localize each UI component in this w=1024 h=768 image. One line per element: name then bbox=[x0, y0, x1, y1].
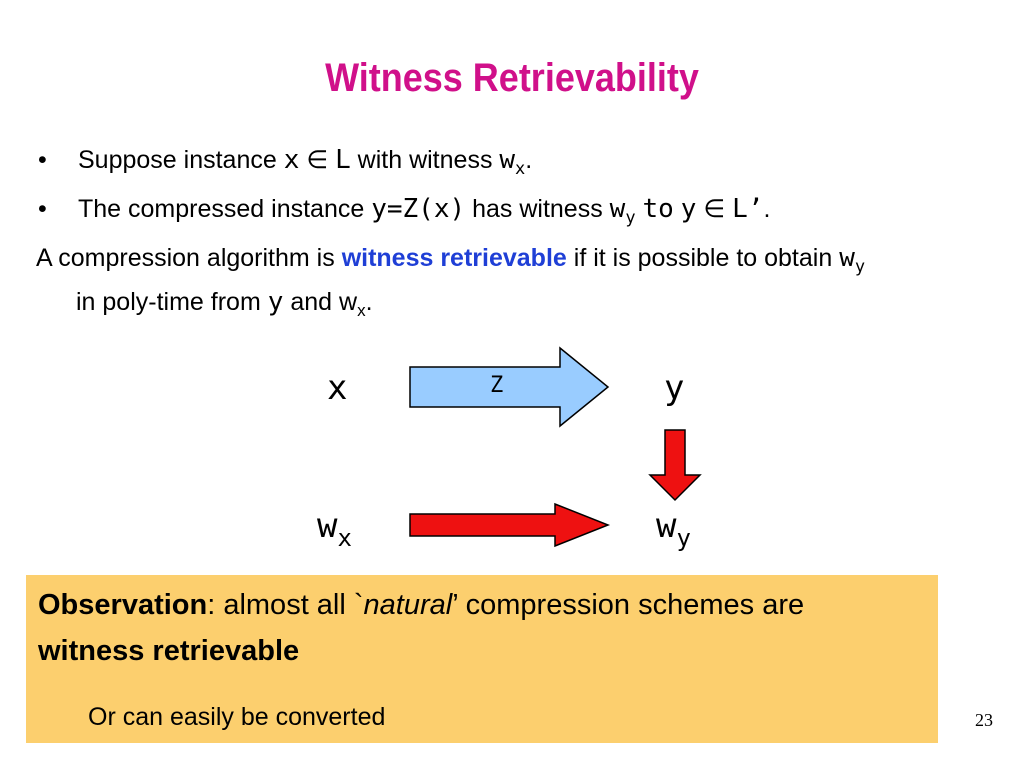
page-number: 23 bbox=[975, 710, 993, 730]
diagram-wx-label: wx bbox=[317, 506, 352, 550]
observation-box: Observation: almost all `natural’ compre… bbox=[26, 575, 938, 743]
definition-text-mid: if it is possible to obtain bbox=[573, 244, 833, 272]
bullet-1-var-L: L bbox=[335, 145, 351, 175]
bullet-1-witness-sub: x bbox=[515, 159, 526, 179]
bullet-2-end: . bbox=[763, 195, 771, 223]
bullet-2: The compressed instance y=Z(x) has witne… bbox=[78, 194, 771, 227]
definition-and: and bbox=[290, 288, 333, 316]
definition-witness-2-sub: x bbox=[357, 301, 366, 320]
bullet-2-witness-main: w bbox=[609, 194, 626, 224]
bullet-1-text-before: Suppose instance bbox=[78, 146, 277, 174]
diagram-wy-sub: y bbox=[676, 524, 691, 552]
z-arrow-shape bbox=[409, 346, 610, 428]
bullet-1: Suppose instance x ∈ L with witness wx. bbox=[78, 145, 533, 178]
bullet-1-text-mid: with witness bbox=[357, 146, 493, 174]
diagram-wx-main: w bbox=[317, 506, 338, 546]
bullet-1-elem-symbol: ∈ bbox=[306, 146, 329, 174]
bullet-marker-1: • bbox=[38, 146, 47, 174]
definition-line-1: A compression algorithm is witness retri… bbox=[36, 243, 865, 276]
definition-line-2: in poly-time from y and wx. bbox=[76, 287, 373, 319]
observation-line-1: Observation: almost all `natural’ compre… bbox=[38, 589, 804, 622]
definition-text-before: A compression algorithm is bbox=[36, 244, 335, 272]
definition-witness-1: wy bbox=[839, 243, 865, 276]
definition-witness-1-main: w bbox=[839, 243, 855, 273]
observation-line-2: witness retrievable bbox=[38, 635, 300, 667]
diagram-x-label: x bbox=[327, 368, 348, 408]
bullet-2-text-mid: has witness bbox=[472, 195, 603, 223]
bullet-1-witness-main: w bbox=[499, 145, 516, 175]
diagram-wy-label: wy bbox=[656, 506, 691, 550]
observation-line-3: Or can easily be converted bbox=[88, 703, 386, 731]
bullet-1-end: . bbox=[525, 146, 533, 174]
diagram-z-label: Z bbox=[490, 373, 504, 398]
bullet-2-elem-symbol: ∈ bbox=[703, 195, 726, 223]
bullet-2-expr: y=Z(x) bbox=[371, 194, 466, 224]
definition-end: . bbox=[365, 288, 373, 316]
bullet-marker-2: • bbox=[38, 195, 47, 223]
slide-title: Witness Retrievability bbox=[325, 56, 699, 100]
diagram-wy-main: w bbox=[656, 506, 677, 546]
definition-witness-2: wx bbox=[339, 288, 366, 319]
bullet-2-to: to bbox=[642, 194, 674, 224]
bullet-2-var-y: y bbox=[680, 194, 697, 224]
bullet-2-witness: wy bbox=[609, 194, 636, 227]
observation-lead: Observation bbox=[38, 589, 208, 621]
diagram-wx-sub: x bbox=[337, 524, 352, 552]
definition-witness-2-main: w bbox=[339, 288, 358, 316]
down-arrow-shape bbox=[648, 429, 702, 502]
right-arrow-shape bbox=[409, 502, 611, 548]
definition-line2-before: in poly-time from bbox=[76, 288, 261, 316]
observation-text-1: : almost all ` bbox=[207, 589, 364, 621]
bullet-1-witness: wx bbox=[499, 145, 525, 178]
definition-highlight: witness retrievable bbox=[341, 244, 567, 272]
diagram-y-label: y bbox=[664, 368, 685, 408]
definition-witness-1-sub: y bbox=[854, 257, 866, 277]
observation-text-2: ’ compression schemes are bbox=[452, 589, 805, 621]
bullet-1-var-x: x bbox=[283, 145, 300, 175]
bullet-2-text-before: The compressed instance bbox=[78, 195, 365, 223]
bullet-2-witness-sub: y bbox=[625, 208, 636, 228]
definition-var-y: y bbox=[267, 287, 284, 317]
bullet-2-var-L: L’ bbox=[732, 194, 764, 224]
observation-italic: natural bbox=[363, 589, 453, 621]
